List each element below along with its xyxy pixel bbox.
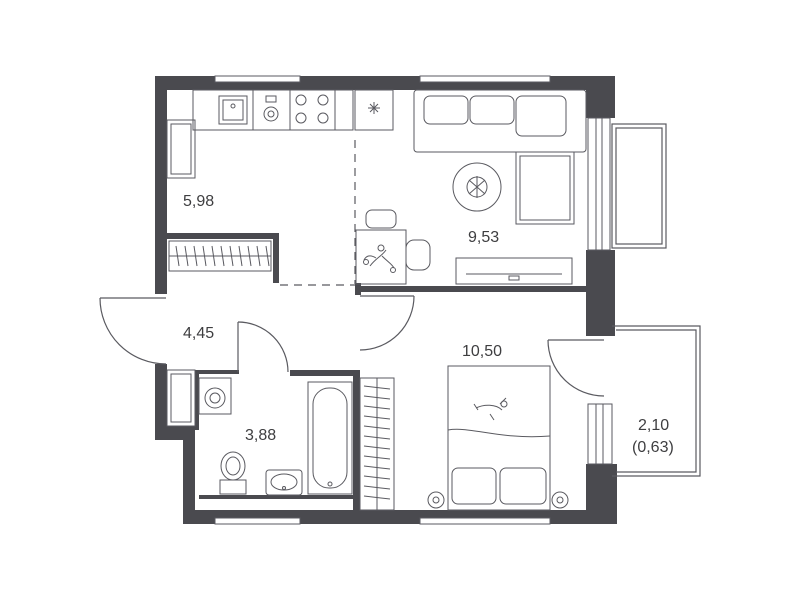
wardrobe-hanger (184, 245, 189, 267)
balcony-area-label: 2,10 (638, 417, 669, 434)
bathtub-icon (307, 381, 353, 495)
wardrobe-hanger (363, 485, 391, 490)
dishwasher-icon (263, 95, 279, 122)
nightstand-left-icon (427, 491, 445, 509)
wardrobe-hanger (175, 245, 180, 267)
bedroom-wardrobe (359, 377, 395, 511)
living-area-label: 9,53 (468, 229, 499, 246)
wardrobe-hanger (363, 415, 391, 420)
bed-icon (447, 365, 551, 511)
windows (214, 75, 613, 525)
wardrobe-hanger (363, 475, 391, 480)
area-labels: 5,98 9,53 4,45 3,88 10,50 2,10 (0,63) (183, 193, 674, 456)
zone-dividers (280, 140, 356, 286)
plant-icon (363, 244, 396, 273)
bedroom-area-label: 10,50 (462, 343, 502, 360)
wardrobe-hanger (211, 245, 216, 267)
wardrobe-hanger (247, 245, 252, 267)
balcony-reduced-area-label: (0,63) (632, 439, 674, 456)
washing-machine-icon (198, 377, 232, 415)
lower-balcony (612, 325, 701, 477)
upper-balcony (611, 123, 667, 249)
kitchen-sink-icon (218, 95, 248, 125)
dining-table-icon (355, 209, 431, 285)
wardrobe-hanger (363, 455, 391, 460)
cooktop-icon (295, 94, 329, 124)
fridge-icon (368, 102, 380, 114)
wardrobe-hanger (363, 425, 391, 430)
wardrobe-hanger (363, 395, 391, 400)
wardrobe-icon (168, 240, 272, 272)
wardrobe-hanger (193, 245, 198, 267)
wardrobe-hanger (229, 245, 234, 267)
bath-sink-icon (265, 469, 303, 496)
sofa-icon (413, 89, 587, 225)
wardrobe-hanger (363, 465, 391, 470)
cat-icon (473, 397, 508, 421)
wardrobe-hanger (238, 245, 243, 267)
coffee-table-icon (452, 162, 502, 212)
hall-cabinet (166, 369, 196, 427)
nightstand-right-icon (551, 491, 569, 509)
cabinet (166, 119, 196, 179)
bath-area-label: 3,88 (245, 427, 276, 444)
wardrobe-hanger (363, 385, 391, 390)
toilet-icon (219, 451, 247, 495)
tv-icon (455, 257, 573, 285)
wardrobe-hanger (202, 245, 207, 267)
hall-area-label: 4,45 (183, 325, 214, 342)
wardrobe-hanger (363, 495, 391, 500)
wardrobe-hanger (363, 435, 391, 440)
wardrobe-hanger (256, 245, 261, 267)
wardrobe-hanger (363, 445, 391, 450)
kitchen-area-label: 5,98 (183, 193, 214, 210)
interior-walls (167, 233, 587, 510)
wardrobe-hanger (220, 245, 225, 267)
wardrobe-hanger (363, 405, 391, 410)
doors (99, 295, 605, 397)
wardrobe-hanger (265, 245, 270, 267)
